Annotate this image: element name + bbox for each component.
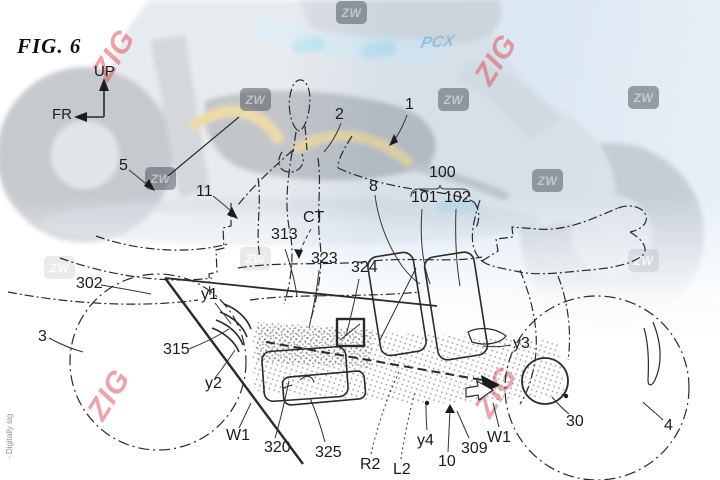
part-label-w1-left: W1 (226, 427, 250, 444)
part-label-5: 5 (119, 157, 128, 174)
part-label-315: 315 (163, 341, 190, 358)
part-label-1: 1 (405, 96, 414, 113)
part-label-l2: L2 (393, 461, 411, 478)
zw-watermark: ZW (336, 1, 367, 24)
photo-front-hub (51, 121, 119, 189)
battery-outlines (367, 251, 489, 361)
part-label-102: 102 (444, 189, 471, 206)
inner-frame-outlines (7, 79, 647, 405)
photo-exhaust-pipe-2 (293, 131, 413, 167)
leader-lines (48, 114, 664, 460)
part-label-3: 3 (38, 328, 47, 345)
part-label-100: 100 (429, 164, 456, 181)
digital-signature-text: - Digitally sig (5, 413, 14, 459)
photo-tail (455, 60, 560, 140)
part-label-y3: y3 (513, 335, 530, 352)
part-label-y4: y4 (417, 432, 434, 449)
pcx-logo-text: PCX (419, 32, 457, 52)
part-label-324: 324 (351, 259, 378, 276)
direction-arrow (167, 116, 569, 406)
part-label-10: 10 (438, 453, 456, 470)
photo-fork (150, 35, 210, 198)
part-label-8: 8 (369, 178, 378, 195)
part-label-320: 320 (264, 439, 291, 456)
front-wheel-outline (69, 273, 247, 451)
part-label-2: 2 (335, 106, 344, 123)
part-label-101: 101 (411, 189, 438, 206)
part-label-y2: y2 (205, 375, 222, 392)
part-label-ct: CT (303, 209, 325, 226)
zw-watermark: ZW (44, 256, 75, 279)
photo-vent-right (360, 40, 397, 59)
part-label-309: 309 (461, 440, 488, 457)
part-label-r2: R2 (360, 456, 381, 473)
shaded-zone-dense (256, 322, 374, 368)
part-label-30: 30 (566, 413, 584, 430)
photo-vent-left (292, 36, 326, 54)
zw-watermark: ZW (532, 169, 563, 192)
part-label-y1: y1 (201, 286, 218, 303)
part-label-302: 302 (76, 275, 103, 292)
part-label-323: 323 (311, 250, 338, 267)
part-label-4: 4 (664, 417, 673, 434)
orientation-up-label: UP (94, 63, 115, 80)
part-label-313: 313 (271, 226, 298, 243)
figure-title: FIG. 6 (17, 34, 82, 58)
orientation-indicator (74, 78, 109, 122)
zw-watermark: ZW (628, 86, 659, 109)
part-label-325: 325 (315, 444, 342, 461)
orientation-fr-label: FR (52, 106, 72, 123)
zw-watermark: ZW (628, 249, 659, 272)
part-label-11: 11 (196, 183, 213, 200)
zw-watermark: ZW (145, 167, 176, 190)
photo-exhaust-pipe-1 (189, 106, 284, 144)
part-label-w1-right: W1 (487, 429, 511, 446)
zw-watermark: ZW (438, 88, 469, 111)
zw-watermark: ZW (240, 247, 271, 270)
photo-muffler (413, 163, 510, 201)
zw-watermark: ZW (240, 88, 271, 111)
